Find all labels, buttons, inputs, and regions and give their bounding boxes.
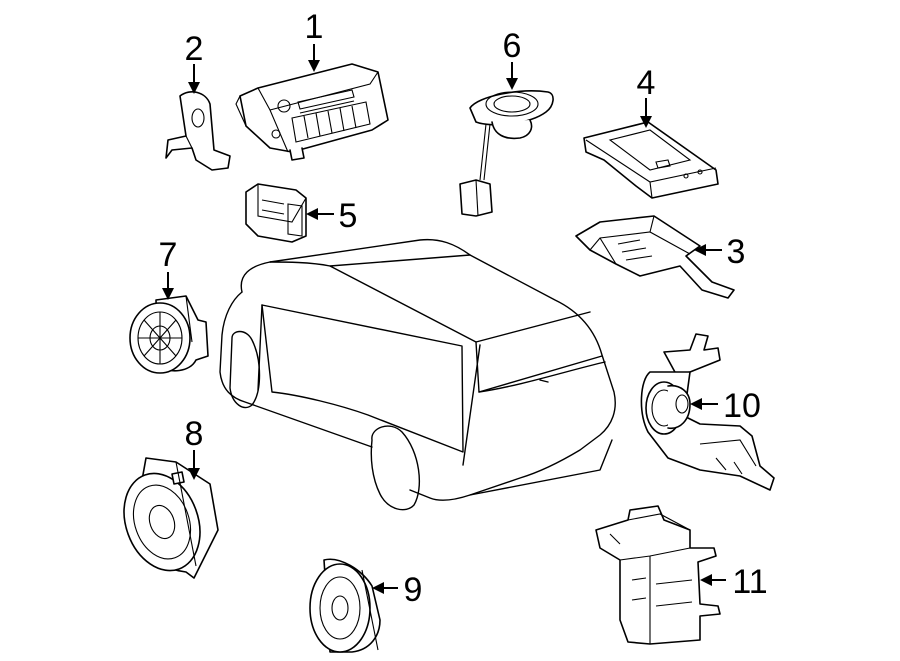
callout-7: 7 — [159, 236, 178, 274]
callout-arrows — [162, 44, 726, 594]
callout-labels: 1 2 3 4 5 6 7 8 9 10 11 — [159, 8, 768, 609]
callout-8: 8 — [185, 415, 204, 453]
callout-5: 5 — [339, 197, 358, 235]
callout-2: 2 — [185, 30, 204, 68]
part-6-tweeter — [459, 90, 554, 217]
part-1-radio — [235, 63, 389, 161]
callout-10: 10 — [723, 387, 761, 425]
part-7-speaker — [129, 295, 209, 374]
part-2-bracket — [165, 91, 231, 171]
part-4-amp-cover — [583, 121, 719, 199]
vehicle-outline — [219, 238, 616, 511]
callout-9: 9 — [404, 571, 423, 609]
part-8-speaker — [123, 457, 219, 579]
callout-4: 4 — [637, 64, 656, 102]
callout-6: 6 — [503, 27, 522, 65]
part-10-subwoofer — [640, 333, 775, 491]
part-9-speaker — [309, 558, 381, 653]
part-11-enclosure — [595, 505, 721, 645]
callout-11: 11 — [732, 563, 767, 601]
part-3-module — [575, 215, 735, 299]
callout-3: 3 — [727, 233, 746, 271]
callout-1: 1 — [305, 8, 324, 46]
part-5-switch — [245, 183, 307, 243]
